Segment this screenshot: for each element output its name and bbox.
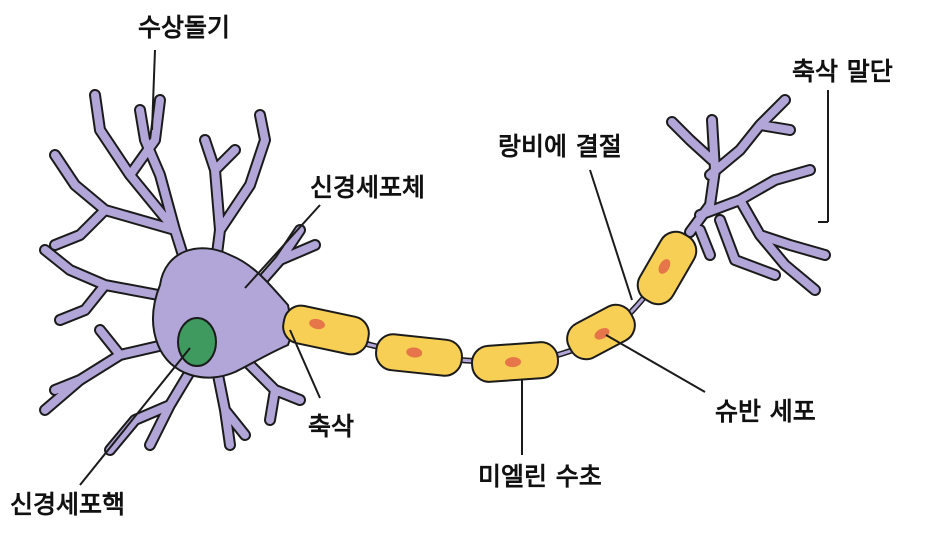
label-dendrite: 수상돌기 [138,13,230,42]
label-node-of-ranvier: 랑비에 결절 [498,132,622,161]
leader-schwann-cell [605,334,706,393]
label-schwann-cell: 슈반 세포 [715,397,816,426]
labels: 수상돌기 신경세포체 신경세포핵 축삭 랑비에 결절 축삭 말단 슈반 세포 미… [10,13,893,519]
label-nucleus: 신경세포핵 [10,490,125,519]
leader-lines [79,49,829,486]
myelin-sheath-segments [282,230,698,383]
schwann-cell-5 [636,230,698,306]
schwann-cell-1 [282,304,370,356]
dendrite-fill [41,91,319,454]
leader-cell-body [244,204,321,289]
axon-terminals [666,94,831,296]
dendrites [39,89,321,456]
nucleus-shape [177,317,217,367]
schwann-cell-4 [566,303,636,361]
leader-nucleus [79,347,191,486]
leader-node-of-ranvier [589,169,633,301]
label-cell-body: 신경세포체 [310,173,425,202]
label-axon: 축삭 [308,412,354,441]
leader-axon [289,329,321,399]
label-myelin-sheath: 미엘린 수초 [478,462,602,491]
axon-terminal-fill [668,96,829,294]
schwann-cell-3 [470,341,560,383]
neuron-cell [39,89,831,456]
schwann-cell-2 [375,333,463,377]
leader-dendrite [151,49,156,131]
label-axon-terminal: 축삭 말단 [792,57,893,86]
